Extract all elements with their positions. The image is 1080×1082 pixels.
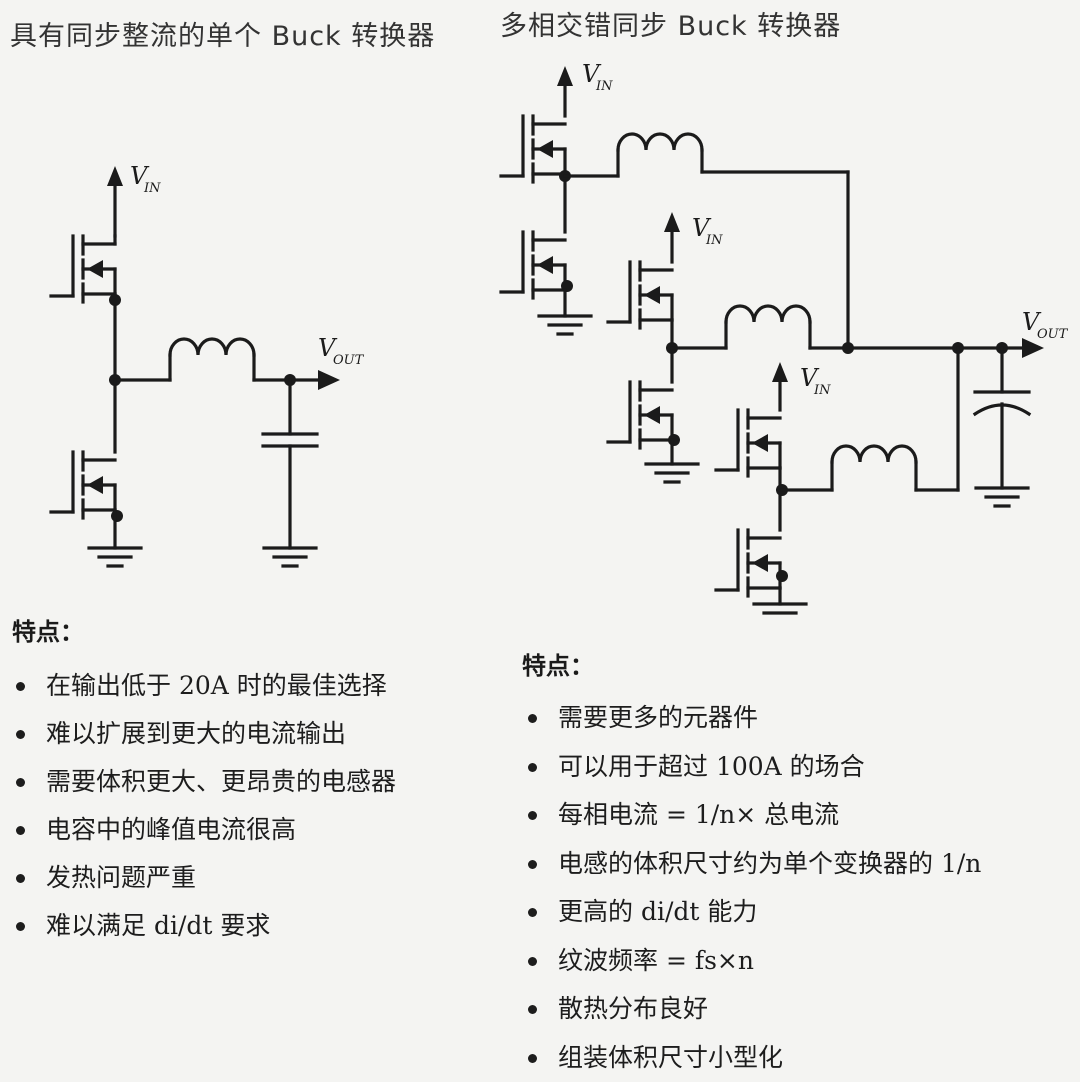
- svg-text:IN: IN: [595, 79, 613, 94]
- list-item: 发热问题严重: [10, 854, 396, 902]
- left-features-heading: 特点：: [12, 612, 84, 647]
- svg-text:IN: IN: [813, 383, 831, 398]
- svg-text:IN: IN: [143, 181, 161, 196]
- list-item: 散热分布良好: [522, 985, 981, 1034]
- list-item: 难以满足 di/dt 要求: [10, 902, 396, 950]
- left-feature-list: 在输出低于 20A 时的最佳选择 难以扩展到更大的电流输出 需要体积更大、更昂贵…: [10, 662, 396, 950]
- multiphase-buck-schematic: V IN V IN V OUT: [501, 60, 1069, 620]
- list-item: 电容中的峰值电流很高: [10, 806, 396, 854]
- single-buck-schematic: V IN V OUT: [51, 162, 365, 566]
- list-item: 需要更多的元器件: [522, 694, 981, 743]
- list-item: 电感的体积尺寸约为单个变换器的 1/n: [522, 840, 981, 889]
- circuit-diagram: V IN V OUT V IN: [0, 0, 1080, 620]
- svg-text:OUT: OUT: [1037, 327, 1069, 342]
- list-item: 更高的 di/dt 能力: [522, 888, 981, 937]
- list-item: 组装体积尺寸小型化: [522, 1034, 981, 1082]
- right-features-heading: 特点：: [522, 646, 594, 681]
- list-item: 在输出低于 20A 时的最佳选择: [10, 662, 396, 710]
- list-item: 可以用于超过 100A 的场合: [522, 743, 981, 792]
- list-item: 难以扩展到更大的电流输出: [10, 710, 396, 758]
- list-item: 需要体积更大、更昂贵的电感器: [10, 758, 396, 806]
- svg-text:IN: IN: [705, 233, 723, 248]
- right-feature-list: 需要更多的元器件 可以用于超过 100A 的场合 每相电流 = 1/n× 总电流…: [522, 694, 981, 1082]
- svg-text:OUT: OUT: [333, 353, 365, 368]
- list-item: 纹波频率 = fs×n: [522, 937, 981, 986]
- list-item: 每相电流 = 1/n× 总电流: [522, 791, 981, 840]
